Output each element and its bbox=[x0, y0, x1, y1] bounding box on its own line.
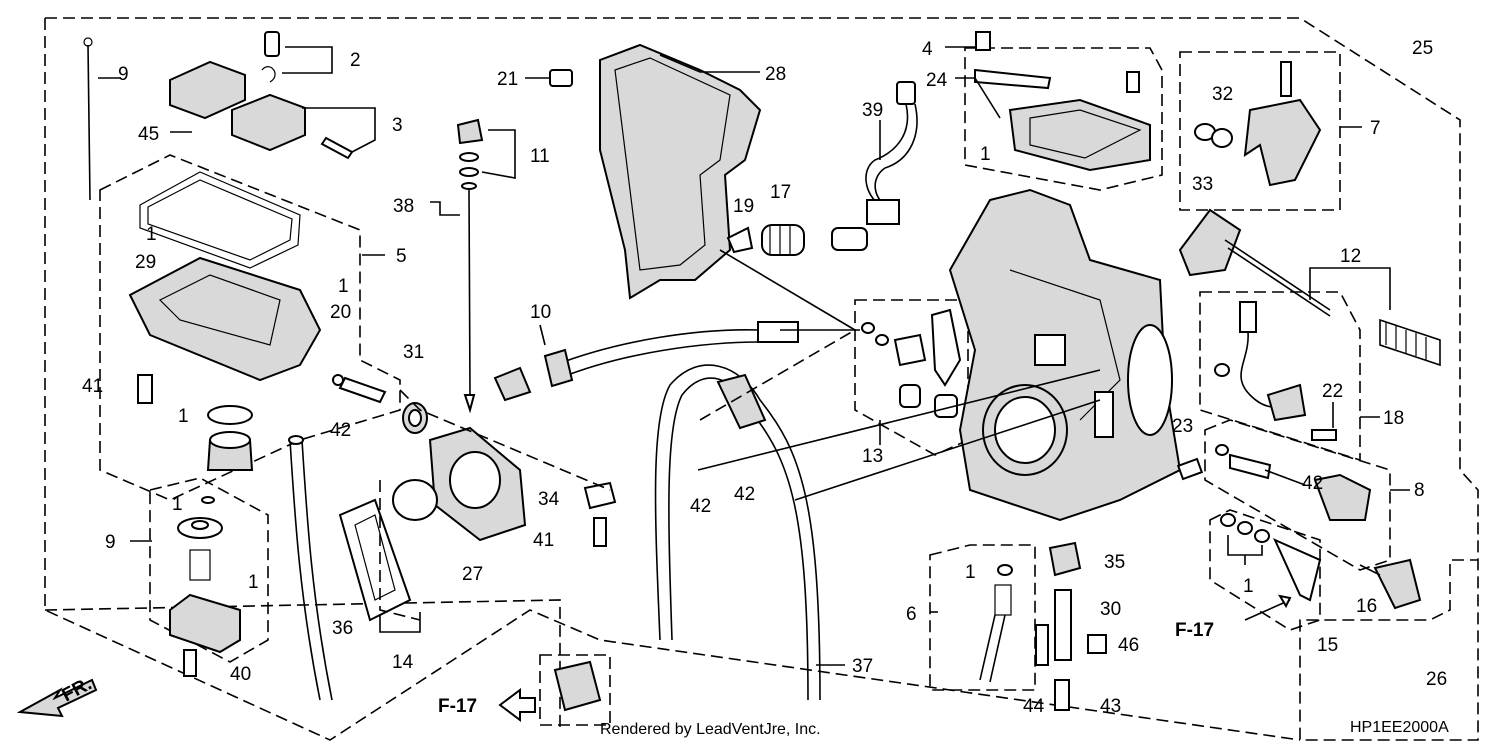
label-32: 32 bbox=[1212, 84, 1233, 105]
label-35: 35 bbox=[1104, 552, 1125, 573]
label-36: 36 bbox=[332, 618, 353, 639]
choke-group-12-18 bbox=[1178, 208, 1441, 462]
leader-lines bbox=[697, 249, 1101, 501]
label-19: 19 bbox=[733, 196, 754, 217]
hose-37 bbox=[654, 364, 845, 701]
label-12: 12 bbox=[1340, 246, 1361, 267]
label-43: 43 bbox=[1100, 696, 1121, 717]
jet-group-6 bbox=[929, 457, 1204, 711]
label-33: 33 bbox=[1192, 174, 1213, 195]
label-34: 34 bbox=[538, 489, 560, 510]
accelerator-pump-group bbox=[130, 477, 269, 677]
label-45: 45 bbox=[138, 124, 159, 145]
label-1d: 1 bbox=[172, 494, 183, 515]
label-4: 4 bbox=[922, 39, 933, 60]
diagram-code: HP1EE2000A bbox=[1350, 719, 1449, 736]
label-46: 46 bbox=[1118, 635, 1139, 656]
label-22: 22 bbox=[1322, 381, 1343, 402]
label-18: 18 bbox=[1383, 408, 1404, 429]
label-2: 2 bbox=[350, 50, 361, 71]
label-27: 27 bbox=[462, 564, 483, 585]
label-9b: 9 bbox=[105, 532, 116, 553]
label-1c: 1 bbox=[178, 406, 189, 427]
label-20: 20 bbox=[330, 302, 351, 323]
label-14: 14 bbox=[392, 652, 414, 673]
label-1e: 1 bbox=[248, 572, 259, 593]
fuel-fitting-group-15-16 bbox=[1209, 509, 1422, 631]
reference-f17-right: F-17 bbox=[1175, 620, 1214, 641]
cover-28 bbox=[525, 43, 762, 300]
label-7: 7 bbox=[1370, 118, 1381, 139]
label-29: 29 bbox=[135, 252, 156, 273]
footer: Rendered by LeadVentJre, Inc. HP1EE2000A bbox=[600, 719, 1449, 738]
label-37: 37 bbox=[852, 656, 873, 677]
label-1b: 1 bbox=[338, 276, 349, 297]
throttle-sensor-parts bbox=[726, 81, 918, 256]
label-31: 31 bbox=[403, 342, 424, 363]
label-44: 44 bbox=[1023, 696, 1045, 717]
rendered-by-text: Rendered by LeadVentJre, Inc. bbox=[600, 721, 821, 738]
label-10: 10 bbox=[530, 302, 551, 323]
label-1f: 1 bbox=[980, 144, 991, 165]
label-42a: 42 bbox=[330, 420, 351, 441]
float-chamber-group bbox=[83, 31, 401, 501]
label-3: 3 bbox=[392, 115, 403, 136]
label-11: 11 bbox=[530, 146, 550, 167]
label-42c: 42 bbox=[734, 484, 755, 505]
label-28: 28 bbox=[765, 64, 786, 85]
hose-36 bbox=[288, 435, 333, 701]
hot-start-group-8 bbox=[1204, 419, 1410, 571]
label-25: 25 bbox=[1412, 38, 1433, 59]
label-17: 17 bbox=[770, 182, 791, 203]
reference-views bbox=[16, 594, 1292, 726]
label-26: 26 bbox=[1426, 669, 1447, 690]
label-42d: 42 bbox=[1302, 473, 1323, 494]
label-38: 38 bbox=[393, 196, 414, 217]
reference-f17-left: F-17 bbox=[438, 696, 477, 717]
label-21: 21 bbox=[497, 69, 518, 90]
label-1h: 1 bbox=[965, 562, 976, 583]
carburetor-body bbox=[948, 188, 1182, 522]
throttle-parts-group bbox=[338, 118, 799, 633]
label-5: 5 bbox=[396, 246, 407, 267]
label-1g: 1 bbox=[1243, 576, 1254, 597]
label-41a: 41 bbox=[82, 376, 103, 397]
label-1a: 1 bbox=[146, 224, 157, 245]
label-24: 24 bbox=[926, 70, 948, 91]
label-8: 8 bbox=[1414, 480, 1425, 501]
top-cover-group bbox=[945, 31, 1163, 191]
label-42b: 42 bbox=[690, 496, 711, 517]
label-23: 23 bbox=[1172, 416, 1193, 437]
throttle-link-group-13 bbox=[854, 299, 969, 456]
label-40: 40 bbox=[230, 664, 251, 685]
label-6: 6 bbox=[906, 604, 917, 625]
label-16: 16 bbox=[1356, 596, 1377, 617]
label-9a: 9 bbox=[118, 64, 129, 85]
label-41b: 41 bbox=[533, 530, 554, 551]
callout-labels: 9 2 3 45 1 5 29 1 20 41 1 1 9 1 40 36 42… bbox=[58, 38, 1447, 717]
label-39: 39 bbox=[862, 100, 883, 121]
label-13: 13 bbox=[862, 446, 883, 467]
bracket-group-7 bbox=[1179, 51, 1362, 211]
label-15: 15 bbox=[1317, 635, 1338, 656]
label-30: 30 bbox=[1100, 599, 1121, 620]
